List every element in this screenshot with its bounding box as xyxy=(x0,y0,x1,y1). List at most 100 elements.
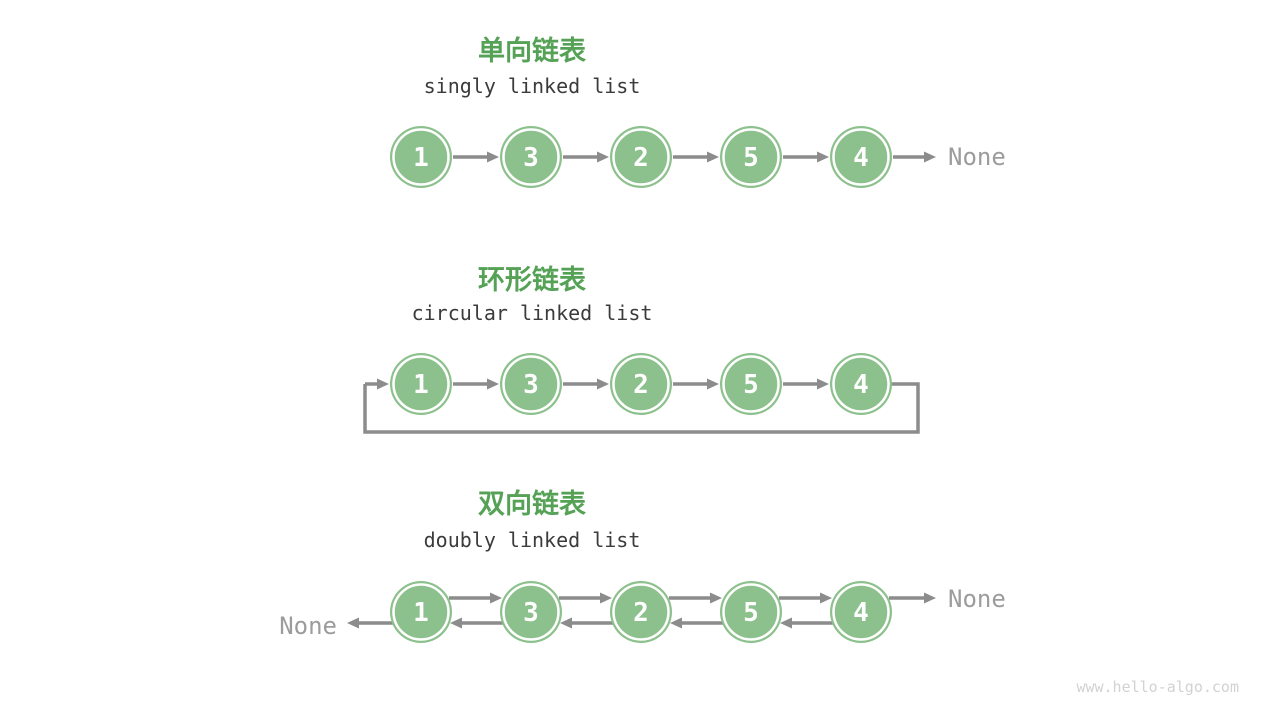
node-circle xyxy=(830,581,892,643)
arrowhead-icon xyxy=(817,378,829,390)
node-inner-ring xyxy=(502,583,560,641)
none-label: None xyxy=(279,612,337,640)
singly-linked-list-diagram: 1 3 2 5 4 None xyxy=(390,126,1006,188)
pointer-arrow xyxy=(365,378,389,390)
node-value: 4 xyxy=(853,598,869,628)
pointer-arrow xyxy=(780,617,833,629)
node-value: 3 xyxy=(523,370,539,400)
arrowhead-icon xyxy=(377,378,389,390)
pointer-arrow xyxy=(453,378,499,390)
node-circle xyxy=(720,353,782,415)
pointer-arrow xyxy=(673,378,719,390)
list-node: 4 xyxy=(830,126,892,188)
node-value: 2 xyxy=(633,143,649,173)
list-node: 2 xyxy=(610,126,672,188)
node-circle xyxy=(500,126,562,188)
node-value: 1 xyxy=(413,370,429,400)
arrowhead-icon xyxy=(487,151,499,163)
pointer-arrow xyxy=(670,617,723,629)
node-inner-ring xyxy=(392,355,450,413)
node-circle xyxy=(830,126,892,188)
node-inner-ring xyxy=(502,128,560,186)
node-inner-ring xyxy=(832,583,890,641)
arrowhead-icon xyxy=(710,592,722,604)
pointer-arrow xyxy=(559,592,612,604)
pointer-arrow xyxy=(893,151,936,163)
arrowhead-icon xyxy=(707,378,719,390)
node-value: 3 xyxy=(523,143,539,173)
node-inner-ring xyxy=(832,355,890,413)
node-circle xyxy=(390,126,452,188)
pointer-arrow xyxy=(449,592,502,604)
node-circle xyxy=(830,353,892,415)
arrowhead-icon xyxy=(490,592,502,604)
node-circle xyxy=(610,353,672,415)
node-value: 4 xyxy=(853,143,869,173)
list-node: 4 xyxy=(830,581,892,643)
node-value: 5 xyxy=(743,370,759,400)
list-node: 5 xyxy=(720,581,782,643)
arrowhead-icon xyxy=(924,592,936,604)
arrowhead-icon xyxy=(560,617,572,629)
node-value: 1 xyxy=(413,143,429,173)
arrowhead-icon xyxy=(707,151,719,163)
pointer-arrow xyxy=(563,151,609,163)
node-circle xyxy=(500,581,562,643)
node-inner-ring xyxy=(612,583,670,641)
arrowhead-icon xyxy=(780,617,792,629)
node-inner-ring xyxy=(722,355,780,413)
node-circle xyxy=(390,581,452,643)
node-value: 2 xyxy=(633,370,649,400)
arrowhead-icon xyxy=(600,592,612,604)
node-circle xyxy=(500,353,562,415)
list-node: 5 xyxy=(720,353,782,415)
node-inner-ring xyxy=(612,355,670,413)
node-inner-ring xyxy=(392,583,450,641)
watermark: www.hello-algo.com xyxy=(1076,678,1239,696)
arrowhead-icon xyxy=(924,151,936,163)
list-node: 1 xyxy=(390,353,452,415)
node-value: 1 xyxy=(413,598,429,628)
node-inner-ring xyxy=(832,128,890,186)
node-inner-ring xyxy=(722,583,780,641)
node-inner-ring xyxy=(392,128,450,186)
pointer-arrow xyxy=(560,617,613,629)
node-circle xyxy=(610,126,672,188)
loop-back-link xyxy=(363,382,920,434)
node-inner-ring xyxy=(722,128,780,186)
node-value: 5 xyxy=(743,598,759,628)
pointer-arrow xyxy=(563,378,609,390)
arrowhead-icon xyxy=(597,151,609,163)
list-node: 1 xyxy=(390,581,452,643)
list-node: 2 xyxy=(610,581,672,643)
pointer-arrow xyxy=(779,592,832,604)
list-node: 4 xyxy=(830,353,892,415)
none-label: None xyxy=(948,143,1006,171)
arrowhead-icon xyxy=(597,378,609,390)
arrowhead-icon xyxy=(450,617,462,629)
arrowhead-icon xyxy=(817,151,829,163)
circular-linked-list-diagram: 1 3 2 5 4 xyxy=(363,353,920,434)
pointer-arrow xyxy=(450,617,503,629)
list-node: 1 xyxy=(390,126,452,188)
pointer-arrow xyxy=(669,592,722,604)
node-value: 2 xyxy=(633,598,649,628)
pointer-arrow xyxy=(673,151,719,163)
arrowhead-icon xyxy=(347,617,359,629)
list-node: 3 xyxy=(500,126,562,188)
arrowhead-icon xyxy=(820,592,832,604)
arrowhead-icon xyxy=(670,617,682,629)
list-node: 5 xyxy=(720,126,782,188)
node-inner-ring xyxy=(612,128,670,186)
list-node: 3 xyxy=(500,353,562,415)
list-node: 3 xyxy=(500,581,562,643)
pointer-arrow xyxy=(347,617,393,629)
node-circle xyxy=(390,353,452,415)
pointer-arrow xyxy=(783,378,829,390)
node-value: 3 xyxy=(523,598,539,628)
list-node: 2 xyxy=(610,353,672,415)
none-label: None xyxy=(948,585,1006,613)
